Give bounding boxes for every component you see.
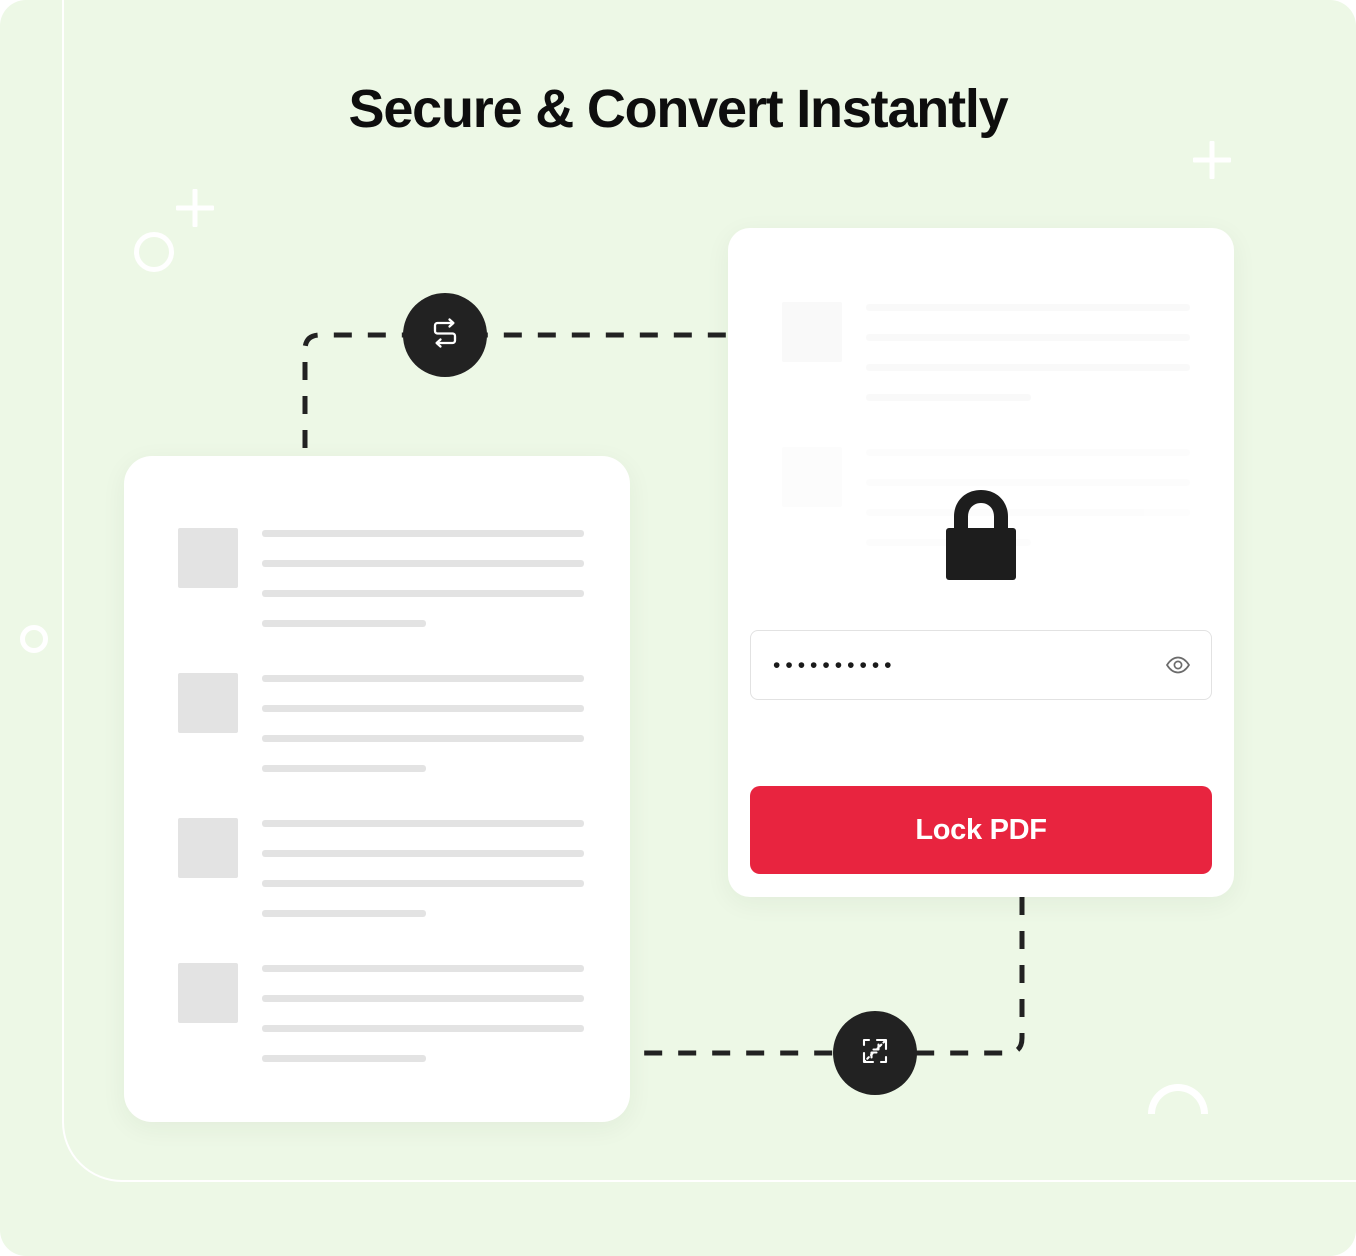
text-line (262, 965, 584, 972)
padlock-icon (728, 486, 1234, 584)
text-line (866, 364, 1190, 371)
compress-badge[interactable] (833, 1011, 917, 1095)
text-line (262, 850, 584, 857)
convert-path (302, 332, 733, 448)
image-placeholder-icon (178, 673, 238, 733)
text-placeholder-lines (866, 302, 1190, 401)
text-line (262, 995, 584, 1002)
document-row (178, 673, 584, 772)
source-pdf-preview-card[interactable] (124, 456, 630, 1122)
image-placeholder-icon (782, 302, 842, 362)
text-line (262, 735, 584, 742)
circle-outline-icon-left-edge (20, 625, 48, 653)
convert-badge[interactable] (403, 293, 487, 377)
text-line-short (262, 1055, 427, 1062)
text-line (866, 479, 1190, 486)
plus-icon-top-right (1193, 141, 1231, 179)
text-line (262, 560, 584, 567)
text-line (262, 675, 584, 682)
text-line (866, 509, 1190, 516)
text-placeholder-lines (262, 528, 584, 627)
image-placeholder-icon (178, 963, 238, 1023)
page-title: Secure & Convert Instantly (348, 79, 1009, 139)
image-placeholder-icon (782, 447, 842, 507)
text-line (866, 304, 1190, 311)
text-placeholder-lines (262, 673, 584, 772)
text-line (866, 334, 1190, 341)
text-line (262, 880, 584, 887)
password-value: •••••••••• (773, 653, 897, 677)
text-line (866, 449, 1190, 456)
convert-arrows-icon (425, 313, 465, 358)
circle-outline-icon-top-left (134, 232, 174, 272)
document-row (782, 302, 1190, 401)
plus-icon-top-left (176, 189, 214, 227)
image-placeholder-icon (178, 818, 238, 878)
text-placeholder-lines (262, 963, 584, 1062)
text-line-short (262, 910, 427, 917)
document-rows (178, 528, 584, 1062)
lock-pdf-button[interactable]: Lock PDF (750, 786, 1212, 874)
lock-pdf-card[interactable]: •••••••••• Lock PDF (728, 228, 1234, 897)
text-line-short (262, 765, 427, 772)
text-line (262, 820, 584, 827)
compress-path (628, 897, 1025, 1056)
text-line (262, 530, 584, 537)
text-line-short (866, 394, 1032, 401)
text-line-short (262, 620, 427, 627)
document-row (178, 818, 584, 917)
text-line (262, 1025, 584, 1032)
password-input[interactable]: •••••••••• (750, 630, 1212, 700)
compress-arrows-icon (855, 1031, 895, 1076)
text-placeholder-lines (262, 818, 584, 917)
document-row (178, 963, 584, 1062)
document-row (178, 528, 584, 627)
eye-icon[interactable] (1163, 650, 1193, 680)
text-line (262, 590, 584, 597)
image-placeholder-icon (178, 528, 238, 588)
text-line (262, 705, 584, 712)
arc-icon-bottom-right (1148, 1084, 1208, 1114)
